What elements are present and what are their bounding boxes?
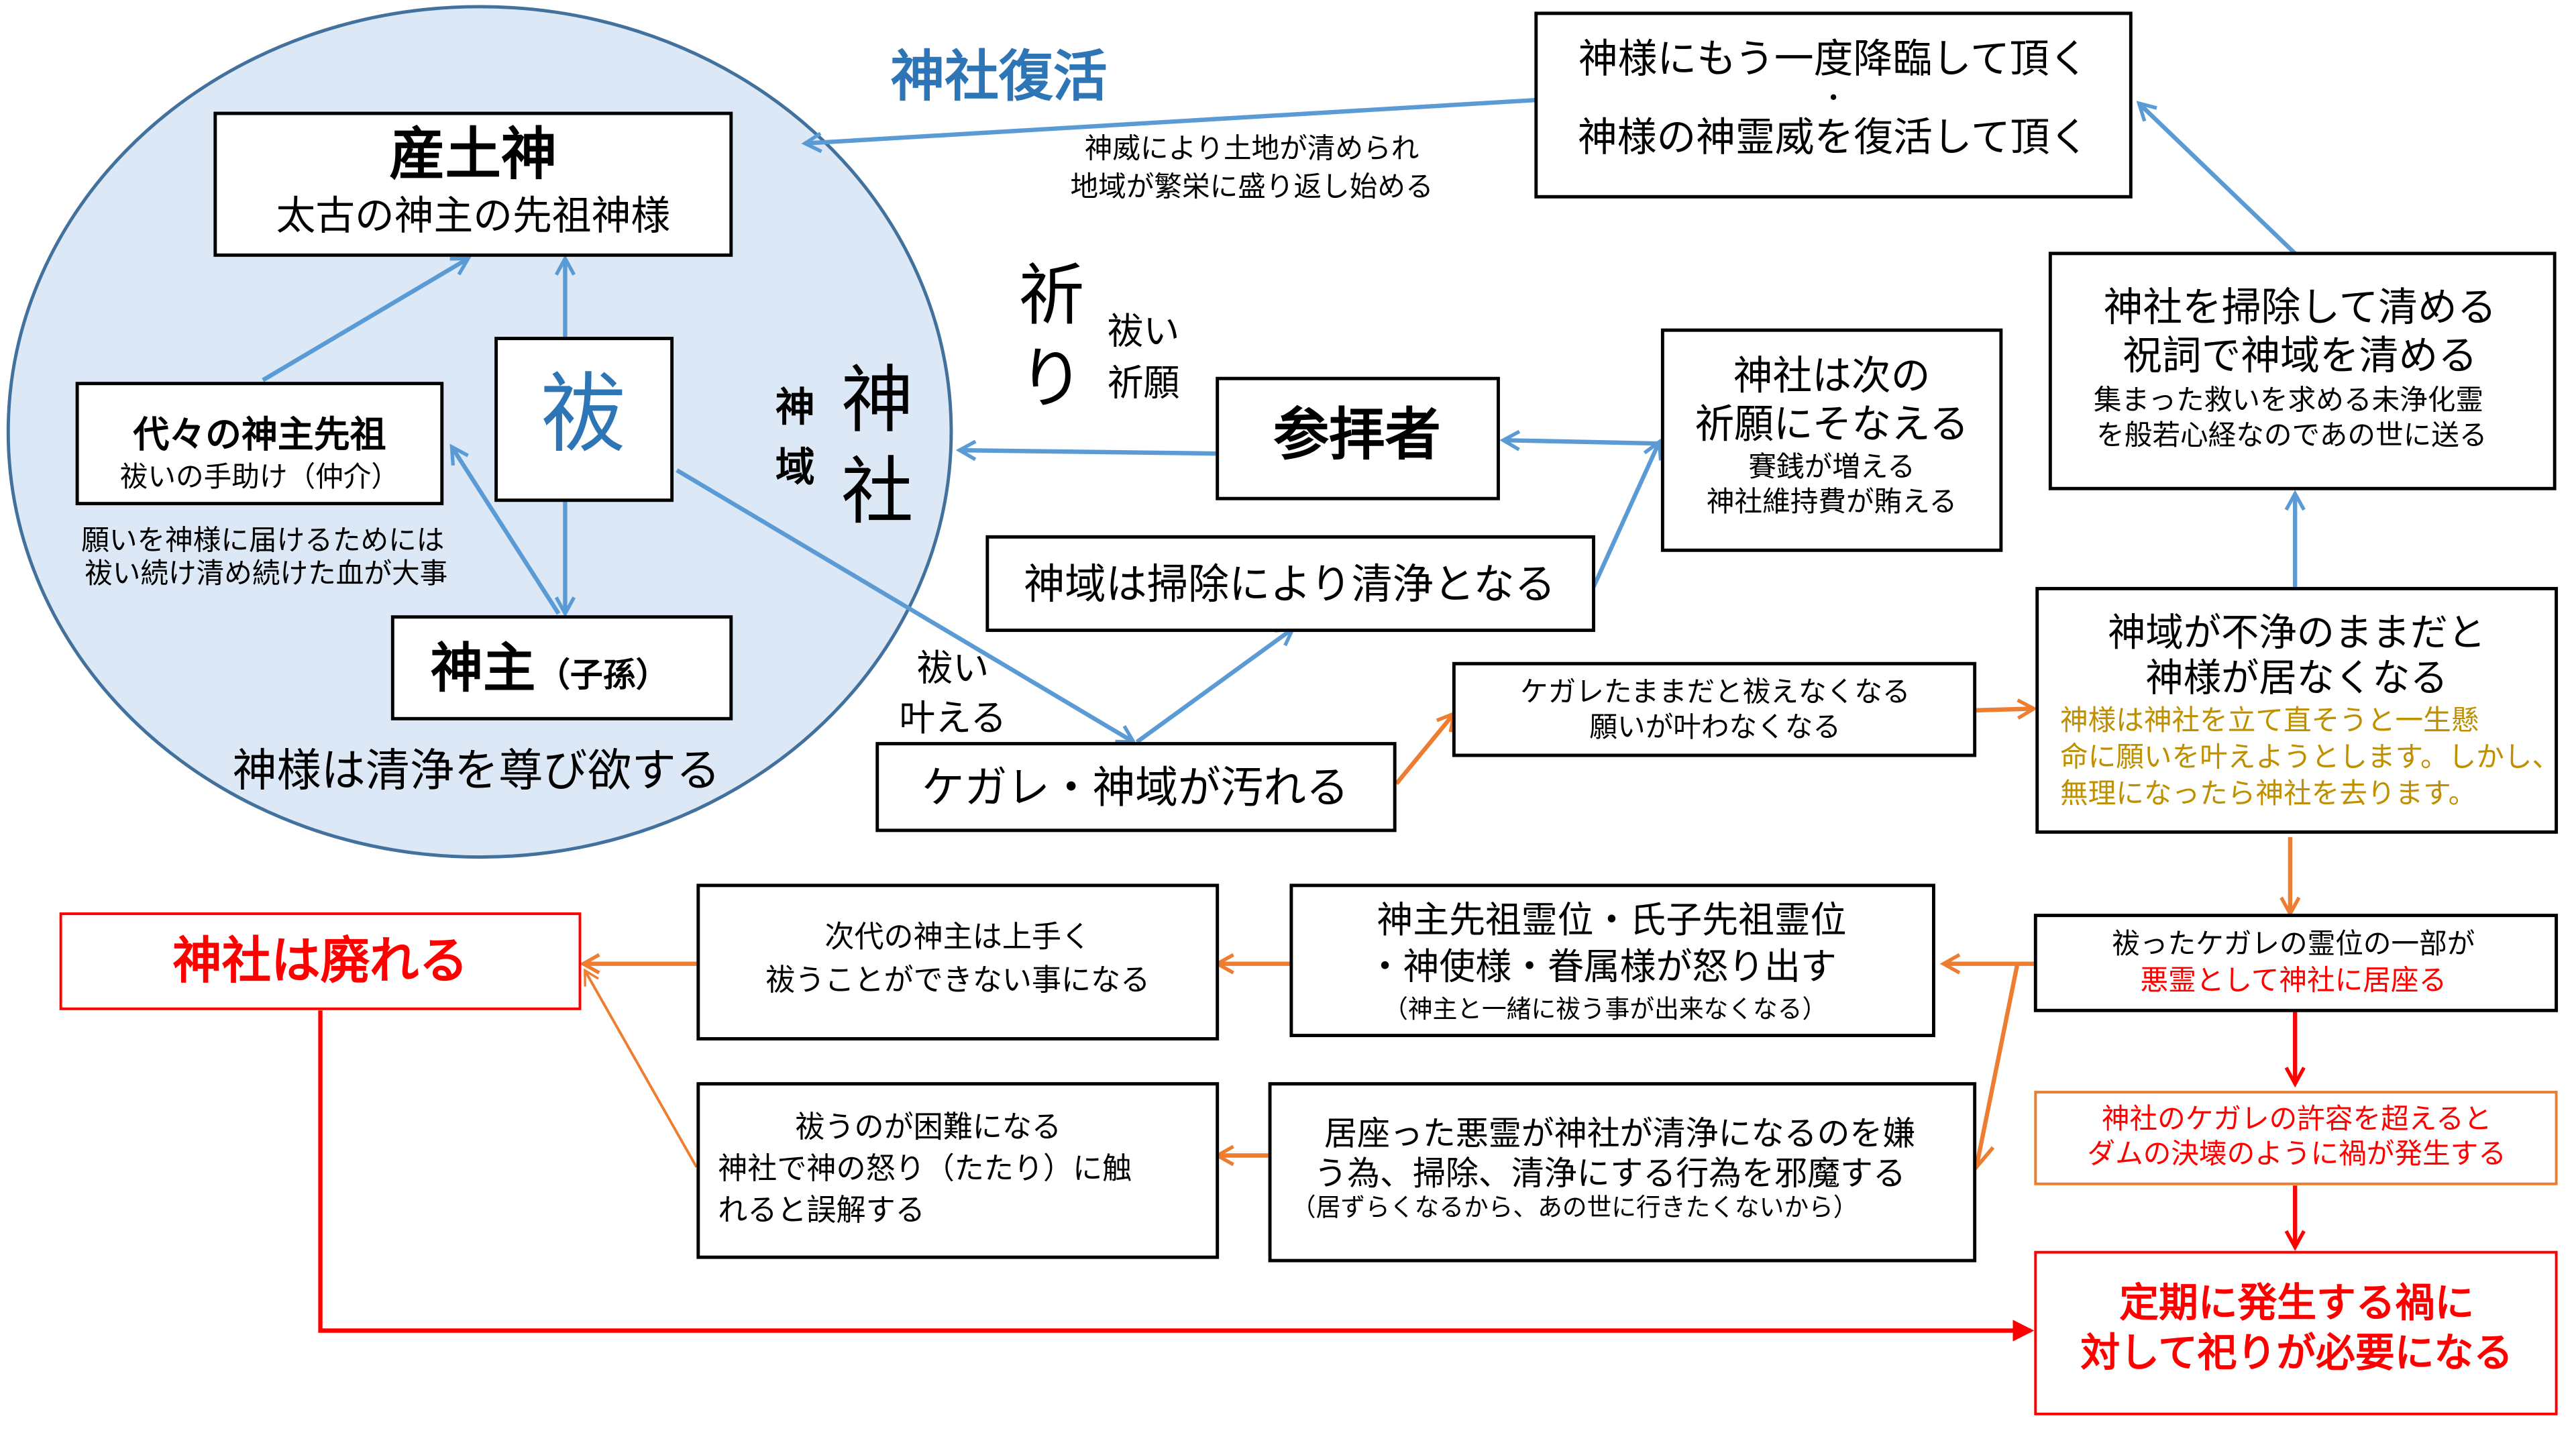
arrow-revival-to-ubusunagami bbox=[805, 97, 1536, 144]
ancestors-subtitle: 祓いの手助け（仲介） bbox=[120, 460, 399, 493]
ritual-line2: 対して祀りが必要になる bbox=[2080, 1330, 2513, 1377]
worshipper-box[interactable]: 参拝者 bbox=[1216, 376, 1500, 500]
ubusunagami-box[interactable]: 産土神 太古の神主の先祖神様 bbox=[213, 111, 733, 257]
arrow-difficult-to-abandoned bbox=[584, 968, 698, 1168]
abandoned-label: 神社は廃れる bbox=[172, 932, 468, 990]
impure-sub-2: 命に願いを叶えようとします。しかし、 bbox=[2060, 740, 2560, 773]
inori-2: り bbox=[1018, 340, 1084, 418]
evil-spirit-line2: 悪霊として神社に居座る bbox=[2140, 963, 2447, 996]
grant-box[interactable]: 神社は次の 祈願にそなえる 賽銭が増える 神社維持費が賄える bbox=[1660, 328, 2003, 552]
grant-sub-2: 神社維持費が賄える bbox=[1707, 485, 1957, 518]
dam-line1: 神社のケガレの許容を超えると bbox=[2102, 1102, 2492, 1135]
next-kannushi-box[interactable]: 次代の神主は上手く 祓うことができない事になる bbox=[696, 883, 1220, 1041]
arrow-grant-to-worshipper bbox=[1503, 440, 1660, 443]
shiniki-small-1: 神 bbox=[775, 384, 815, 431]
difficult-3: れると誤解する bbox=[718, 1193, 925, 1228]
grant-title-1: 神社は次の bbox=[1733, 352, 1931, 399]
clean-title-2: 祝詞で神域を清める bbox=[2123, 332, 2477, 379]
arrow-cannot-purify-to-impure bbox=[1974, 708, 2034, 710]
angry-sub: （神主と一緒に祓う事が出来なくなる） bbox=[1383, 995, 1827, 1024]
circle-bottom-note: 神様は清浄を尊び欲する bbox=[233, 744, 720, 797]
angry-title-1: 神主先祖霊位・氏子先祖霊位 bbox=[1377, 898, 1846, 941]
ritual-line1: 定期に発生する禍に bbox=[2119, 1279, 2474, 1326]
arrow-shiniki-clean-to-grant bbox=[1591, 442, 1660, 588]
ancestors-box[interactable]: 代々の神主先祖 祓いの手助け（仲介） bbox=[75, 382, 444, 506]
evil-spirit-box[interactable]: 祓ったケガレの霊位の一部が 悪霊として神社に居座る bbox=[2033, 914, 2559, 1012]
jinja-big-1: 神 bbox=[841, 357, 914, 443]
difficult-box[interactable]: 祓うのが困難になる 神社で神の怒り（たたり）に触 れると誤解する bbox=[696, 1082, 1220, 1259]
impure-sub-1: 神様は神社を立て直そうと一生懸 bbox=[2060, 704, 2479, 737]
ubusunagami-title: 産土神 bbox=[389, 121, 557, 188]
arrow-abandoned-to-ritual bbox=[318, 1010, 2035, 1342]
kegare-box[interactable]: ケガレ・神域が汚れる bbox=[875, 742, 1397, 833]
inori-1: 祈 bbox=[1018, 257, 1084, 335]
angry-title-2: ・神使様・眷属様が怒り出す bbox=[1367, 945, 1837, 987]
clean-sub-1: 集まった救いを求める未浄化霊 bbox=[2094, 383, 2483, 416]
ancestors-note-line1: 願いを神様に届けるためには bbox=[81, 523, 444, 556]
impure-title-1: 神域が不浄のままだと bbox=[2108, 610, 2485, 655]
kannushi-title: 神主 bbox=[431, 637, 536, 700]
ritual-box[interactable]: 定期に発生する禍に 対して祀りが必要になる bbox=[2034, 1250, 2558, 1415]
revival-box[interactable]: 神様にもう一度降臨して頂く ・ 神様の神霊威を復活して頂く bbox=[1534, 11, 2133, 199]
harai-box[interactable]: 祓 bbox=[494, 337, 674, 502]
shiniki-clean-box[interactable]: 神域は掃除により清浄となる bbox=[985, 535, 1595, 633]
arrow-ancestors-to-ubusunagami bbox=[262, 258, 468, 382]
next-kannushi-1: 次代の神主は上手く bbox=[824, 920, 1091, 954]
shiniki-small-2: 域 bbox=[775, 444, 815, 491]
clean-shrine-box[interactable]: 神社を掃除して清める 祝詞で神域を清める 集まった救いを求める未浄化霊 を般若心… bbox=[2048, 252, 2557, 490]
difficult-1: 祓うのが困難になる bbox=[795, 1110, 1061, 1144]
grant-sub-1: 賽銭が増える bbox=[1748, 450, 1915, 483]
arrow-kegare-to-shiniki-clean bbox=[1135, 629, 1293, 744]
arrow-worshipper-to-shrine bbox=[959, 450, 1216, 453]
revival-box-line1: 神様にもう一度降臨して頂く bbox=[1578, 36, 2088, 83]
grant-title-2: 祈願にそなえる bbox=[1695, 400, 1968, 447]
clean-sub-2: を般若心経なのであの世に送る bbox=[2096, 419, 2487, 451]
prayer-side-1: 祓い bbox=[1108, 310, 1180, 352]
ubusunagami-subtitle: 太古の神主の先祖神様 bbox=[276, 192, 670, 239]
kannushi-box[interactable]: 神主 （子孫） bbox=[390, 615, 733, 720]
abandoned-box[interactable]: 神社は廃れる bbox=[59, 912, 582, 1010]
ancestors-title: 代々の神主先祖 bbox=[132, 413, 386, 455]
ancestors-note-line2: 祓い続け清め続けた血が大事 bbox=[85, 557, 447, 590]
arrow-kannushi-to-ancestors bbox=[451, 447, 561, 615]
arrow-harai-to-kegare bbox=[676, 468, 1134, 742]
jinja-big-2: 社 bbox=[841, 449, 914, 535]
impure-title-2: 神様が居なくなる bbox=[2145, 655, 2447, 700]
difficult-2: 神社で神の怒り（たたり）に触 bbox=[718, 1152, 1132, 1186]
revival-box-dot: ・ bbox=[1820, 83, 1846, 113]
next-kannushi-2: 祓うことができない事になる bbox=[765, 963, 1150, 998]
shiniki-clean-label: 神域は掃除により清浄となる bbox=[1024, 560, 1556, 609]
cannot-purify-1: ケガレたままだと祓えなくなる bbox=[1520, 675, 1911, 708]
worshipper-label: 参拝者 bbox=[1273, 401, 1441, 468]
harai-kanau-2: 叶える bbox=[899, 697, 1006, 739]
clean-title-1: 神社を掃除して清める bbox=[2104, 284, 2497, 331]
revival-note-line2: 地域が繁栄に盛り返し始める bbox=[1071, 170, 1434, 203]
impure-box[interactable]: 神域が不浄のままだと 神様が居なくなる 神様は神社を立て直そうと一生懸 命に願い… bbox=[2035, 586, 2560, 834]
kannushi-suffix: （子孫） bbox=[537, 655, 669, 694]
kegare-label: ケガレ・神域が汚れる bbox=[922, 762, 1349, 813]
arrow-kegare-to-cannot-purify bbox=[1395, 714, 1454, 786]
cannot-purify-box[interactable]: ケガレたままだと祓えなくなる 願いが叶わなくなる bbox=[1452, 661, 1977, 757]
obstruct-box[interactable]: 居座った悪霊が神社が清浄になるのを嫌 う為、掃除、清浄にする行為を邪魔する （居… bbox=[1268, 1082, 1977, 1263]
dam-box[interactable]: 神社のケガレの許容を超えると ダムの決壊のように禍が発生する bbox=[2034, 1091, 2558, 1185]
obstruct-title-2: う為、掃除、清浄にする行為を邪魔する bbox=[1314, 1154, 1906, 1193]
impure-sub-3: 無理になったら神社を去ります。 bbox=[2060, 777, 2476, 810]
prayer-side-2: 祈願 bbox=[1108, 362, 1180, 404]
revival-note-line1: 神威により土地が清められ bbox=[1085, 131, 1419, 164]
revival-box-line2: 神様の神霊威を復活して頂く bbox=[1578, 114, 2089, 161]
cannot-purify-2: 願いが叶わなくなる bbox=[1589, 710, 1841, 743]
harai-kanau-1: 祓い bbox=[917, 647, 989, 689]
revival-label: 神社復活 bbox=[890, 44, 1107, 109]
obstruct-title-1: 居座った悪霊が神社が清浄になるのを嫌 bbox=[1324, 1114, 1915, 1152]
arrow-clean-to-revival bbox=[2139, 103, 2297, 256]
harai-label: 祓 bbox=[541, 364, 626, 465]
angry-spirits-box[interactable]: 神主先祖霊位・氏子先祖霊位 ・神使様・眷属様が怒り出す （神主と一緒に祓う事が出… bbox=[1289, 883, 1935, 1038]
obstruct-sub: （居ずらくなるから、あの世に行きたくないから） bbox=[1291, 1193, 1858, 1222]
arrow-evil-to-obstruct bbox=[1966, 963, 2020, 1171]
evil-spirit-line1: 祓ったケガレの霊位の一部が bbox=[2112, 927, 2475, 960]
dam-line2: ダムの決壊のように禍が発生する bbox=[2087, 1137, 2506, 1170]
